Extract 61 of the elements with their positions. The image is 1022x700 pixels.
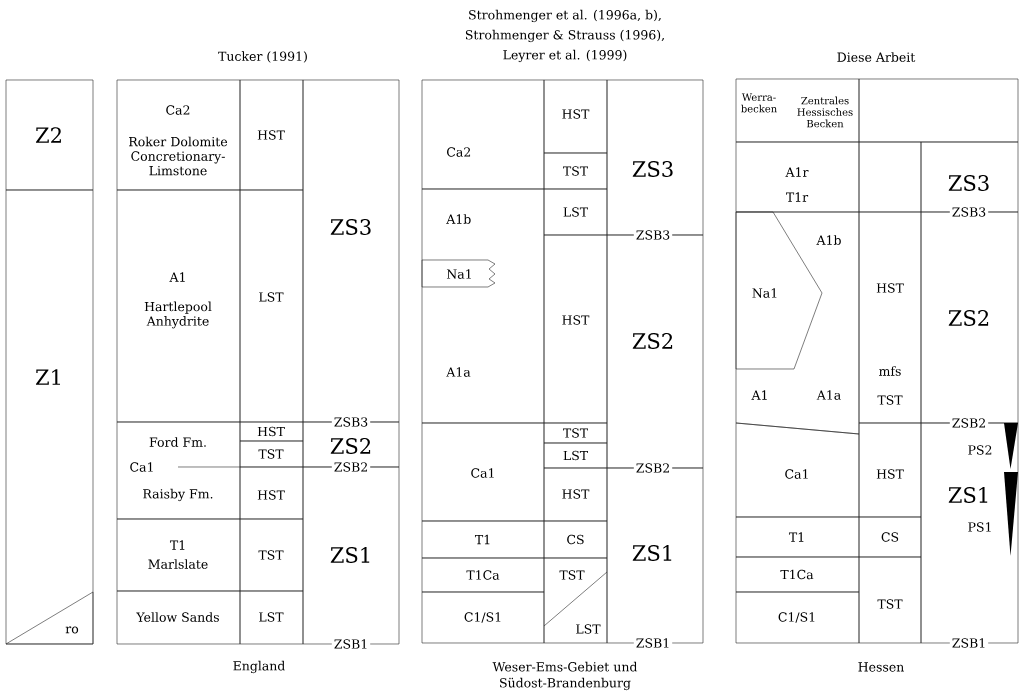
strata-cell: HST	[543, 234, 608, 424]
column-heading: Strohmenger & Strauss (1996),	[465, 29, 664, 43]
strata-cell: Ca2	[421, 79, 545, 190]
strata-cell: A1 Hartlepool Anhydrite	[116, 189, 241, 423]
strata-cell: LST	[543, 188, 608, 236]
header-cell: Werra-becken Zentrales Hessisches Becken	[735, 78, 860, 143]
column-heading: Strohmenger et al. (1996a, b),	[469, 9, 661, 23]
sequence-label: PS1	[968, 522, 991, 532]
wedge-symbol	[1004, 423, 1018, 469]
strata-cell: Z2	[5, 79, 94, 191]
column-heading: Diese Arbeit	[837, 52, 916, 62]
strata-cell: HST	[543, 79, 608, 154]
strata-cell: HST	[239, 466, 304, 520]
strata-cell: TST	[543, 152, 608, 190]
strata-cell: LST	[239, 189, 304, 423]
strata-cell: Ford Fm. Ca1 Raisby Fm.	[116, 421, 241, 520]
strata-cell: T1Ca	[735, 556, 860, 593]
boundary-label: ZSB2	[331, 460, 371, 474]
strata-cell: C1/S1	[421, 591, 545, 644]
boundary-label: ZSB3	[331, 415, 371, 429]
region-caption: Hessen	[858, 662, 904, 672]
strata-cell: TST	[239, 440, 304, 468]
boundary-label: ZSB1	[949, 636, 989, 650]
strata-cell	[858, 78, 1019, 143]
region-caption: England	[233, 660, 285, 674]
strata-cell: LST	[543, 442, 608, 469]
sequence-label: PS2	[968, 445, 992, 455]
boundary-label: ZSB2	[949, 416, 989, 430]
triangle-cell: ro	[5, 591, 94, 645]
region-caption: Weser-Ems-Gebiet und Südost-Brandenburg	[492, 661, 638, 691]
boundary-label: ZSB3	[949, 205, 989, 219]
strata-cell: HST	[239, 79, 304, 191]
strata-cell: CS	[543, 520, 608, 559]
strata-cell: HST	[543, 467, 608, 522]
strata-cell: CS	[858, 516, 922, 558]
boundary-label: ZSB2	[633, 461, 673, 475]
strata-cell: A1r T1r	[735, 141, 860, 213]
strata-cell: T1	[735, 516, 860, 558]
strata-cell: T1	[421, 520, 545, 559]
boundary-label: ZSB1	[331, 637, 371, 651]
boundary-label: ZSB1	[633, 636, 673, 650]
boundary-label: ZSB3	[633, 228, 673, 242]
strata-cell: Yellow Sands	[116, 590, 241, 645]
strata-cell: Ca1	[421, 422, 545, 522]
strata-cell: HST	[239, 421, 304, 442]
strata-cell	[858, 141, 922, 213]
wedge-symbol	[1004, 472, 1018, 556]
strata-cell: Ca1	[735, 422, 860, 518]
strata-cell: Ca2 Roker Dolomite Concretionary-Limstone	[116, 79, 241, 191]
column-heading: Leyrer et al. (1999)	[503, 49, 627, 63]
strata-cell: HST mfs TST	[858, 211, 922, 424]
strata-cell: TST	[543, 422, 608, 444]
strata-cell: TST	[239, 518, 304, 592]
strata-cell: T1Ca	[421, 557, 545, 593]
strata-cell: TST	[858, 556, 922, 644]
column-heading: Tucker (1991)	[218, 51, 307, 63]
strata-cell: C1/S1	[735, 591, 860, 644]
strata-cell: T1 Marlslate	[116, 518, 241, 592]
strata-cell: TST LST	[543, 557, 608, 644]
strata-cell: HST	[858, 422, 922, 518]
strata-cell: LST	[239, 590, 304, 645]
